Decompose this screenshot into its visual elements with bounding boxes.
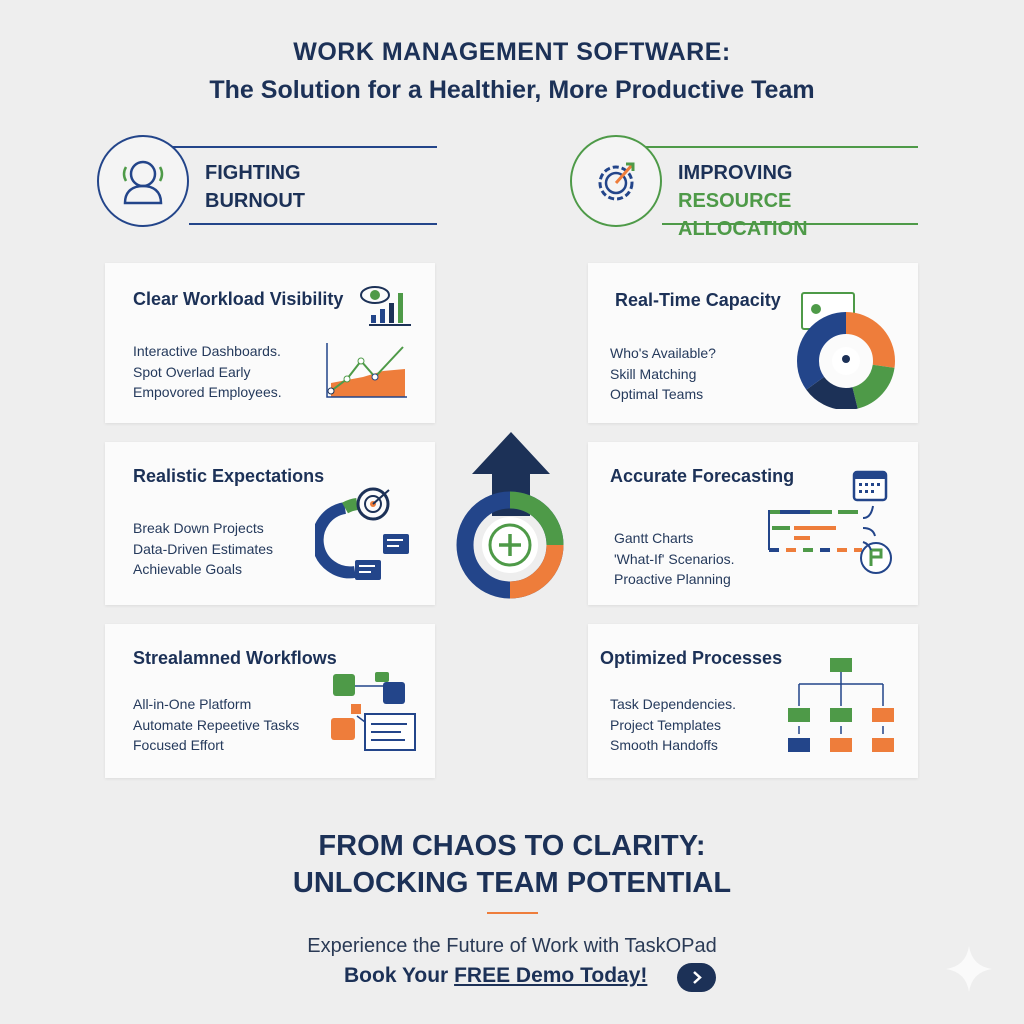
card-line: Achievable Goals bbox=[133, 561, 242, 577]
card-line: Empovored Employees. bbox=[133, 384, 282, 400]
gear-icon bbox=[570, 135, 662, 227]
divider bbox=[487, 912, 538, 914]
card-line: Spot Overlad Early bbox=[133, 363, 251, 380]
card-line: Break Down Projects bbox=[133, 520, 264, 536]
card-line: Focused Effort bbox=[133, 737, 224, 753]
card-line: Automate Repeetive Tasks bbox=[133, 716, 300, 733]
header-label-1: FIGHTING bbox=[205, 162, 301, 184]
workflow-apps-icon bbox=[331, 672, 416, 751]
card-title: Strealamned Workflows bbox=[133, 648, 337, 668]
center-growth-icon bbox=[456, 432, 564, 599]
card-line: 'What-If' Scenarios. bbox=[614, 550, 735, 567]
gantt-calendar-icon bbox=[768, 470, 892, 574]
cta-text: Book Your FREE Demo Today! bbox=[344, 964, 647, 988]
card-line: Who's Available? bbox=[610, 345, 716, 361]
eye-bar-chart-icon bbox=[360, 286, 411, 326]
card-title: Realistic Expectations bbox=[133, 466, 325, 486]
card-line: Skill Matching bbox=[610, 365, 697, 382]
card-line: Interactive Dashboards. bbox=[133, 343, 281, 359]
title-line-1: WORK MANAGEMENT SOFTWARE: bbox=[293, 38, 731, 66]
card-optimized-processes: Optimized Processes Task Dependencies. Pr… bbox=[588, 624, 918, 778]
card-line: Project Templates bbox=[610, 716, 722, 733]
header-label-1: IMPROVING bbox=[678, 162, 793, 184]
card-realistic-expectations: Realistic Expectations Break Down Projec… bbox=[105, 442, 435, 605]
header-improving-resource-allocation: IMPROVING RESOURCE ALLOCATION bbox=[570, 135, 918, 240]
card-line: Task Dependencies. bbox=[610, 696, 737, 712]
header-label-2: BURNOUT bbox=[205, 190, 305, 212]
header-fighting-burnout: FIGHTING BURNOUT bbox=[97, 135, 437, 227]
target-goals-icon bbox=[315, 487, 409, 580]
card-clear-workload-visibility: Clear Workload Visibility Interactive Da… bbox=[105, 263, 435, 423]
subtitle: Experience the Future of Work with TaskO… bbox=[307, 935, 717, 957]
header-label-2: RESOURCE ALLOCATION bbox=[678, 190, 808, 240]
free-demo-link[interactable]: FREE Demo Today! bbox=[454, 964, 648, 987]
person-icon bbox=[97, 135, 189, 227]
card-title: Accurate Forecasting bbox=[610, 466, 795, 486]
card-real-time-capacity: Real-Time Capacity Who's Available? Skill… bbox=[588, 263, 918, 423]
card-line: Smooth Handoffs bbox=[610, 737, 718, 753]
card-line: Gantt Charts bbox=[614, 530, 694, 546]
chevron-right-icon bbox=[693, 971, 702, 984]
card-title: Optimized Processes bbox=[600, 648, 783, 668]
card-title: Real-Time Capacity bbox=[615, 290, 781, 310]
bottom-heading-line-1: FROM CHAOS TO CLARITY: bbox=[318, 830, 706, 862]
process-flow-icon bbox=[788, 658, 894, 752]
cta-arrow-button[interactable] bbox=[677, 963, 716, 992]
card-accurate-forecasting: Accurate Forecasting Gantt Charts 'What-I… bbox=[588, 442, 918, 605]
bottom-heading: FROM CHAOS TO CLARITY: UNLOCKING TEAM POT… bbox=[0, 828, 1024, 902]
capacity-donut-icon bbox=[797, 292, 895, 409]
card-line: Proactive Planning bbox=[614, 571, 731, 587]
card-line: Optimal Teams bbox=[610, 386, 704, 402]
sparkle-icon bbox=[946, 946, 992, 992]
card-title: Clear Workload Visibility bbox=[133, 289, 344, 309]
card-line: All-in-One Platform bbox=[133, 696, 252, 712]
line-chart-icon bbox=[326, 343, 407, 398]
cta-prefix: Book Your bbox=[344, 964, 455, 987]
bottom-heading-line-2: UNLOCKING TEAM POTENTIAL bbox=[292, 867, 732, 899]
card-line: Data-Driven Estimates bbox=[133, 540, 274, 557]
title-line-2: The Solution for a Healthier, More Produ… bbox=[209, 76, 815, 104]
card-streamlined-workflows: Strealamned Workflows All-in-One Platfor… bbox=[105, 624, 435, 778]
